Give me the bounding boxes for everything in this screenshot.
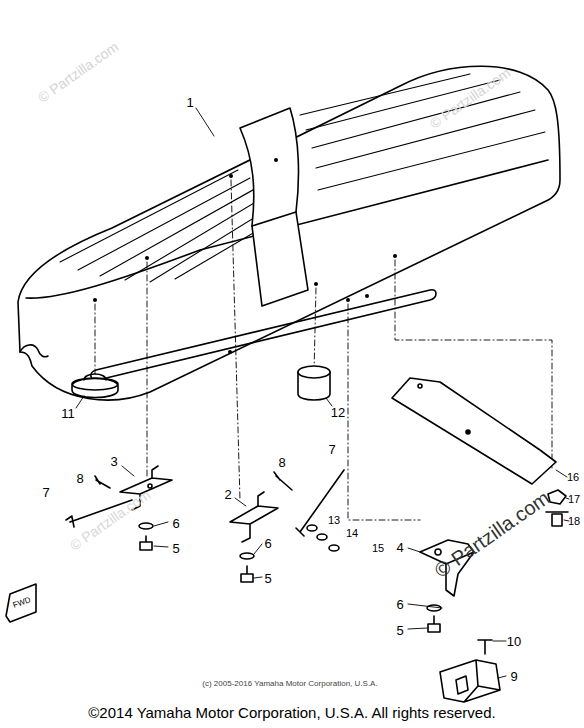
callout-number: 12 xyxy=(331,406,345,419)
callout-number: 11 xyxy=(61,407,75,420)
callout-number: 16 xyxy=(567,472,579,483)
watermark: © Partzilla.com xyxy=(35,39,120,105)
callout-number: 6 xyxy=(264,537,271,550)
callout-number: 10 xyxy=(507,635,521,648)
callout-number: 8 xyxy=(278,456,285,469)
callout-number: 4 xyxy=(396,541,403,554)
callout-number: 13 xyxy=(328,515,340,526)
watermark: © Partzilla.com xyxy=(431,487,553,581)
callout-number: 7 xyxy=(328,443,335,456)
callout-number: 15 xyxy=(372,543,384,554)
callout-number: 5 xyxy=(172,542,179,555)
callout-number: 2 xyxy=(224,488,231,501)
direction-label: FWD xyxy=(12,596,32,610)
callout-number: 18 xyxy=(568,516,580,527)
callout-number: 7 xyxy=(42,486,49,499)
callout-number: 6 xyxy=(172,517,179,530)
callout-number: 5 xyxy=(264,572,271,585)
callout-number: 17 xyxy=(568,494,580,505)
callout-number: 9 xyxy=(510,670,517,683)
callout-number: 8 xyxy=(76,472,83,485)
callout-number: 6 xyxy=(396,598,403,611)
copyright-note: (c) 2005-2016 Yamaha Motor Corporation, … xyxy=(202,680,377,688)
callout-number: 3 xyxy=(110,455,117,468)
callout-number: 1 xyxy=(186,96,193,109)
copyright-caption: ©2014 Yamaha Motor Corporation, U.S.A. A… xyxy=(88,705,495,720)
callout-number: 5 xyxy=(396,624,403,637)
callout-number: 14 xyxy=(346,528,358,539)
